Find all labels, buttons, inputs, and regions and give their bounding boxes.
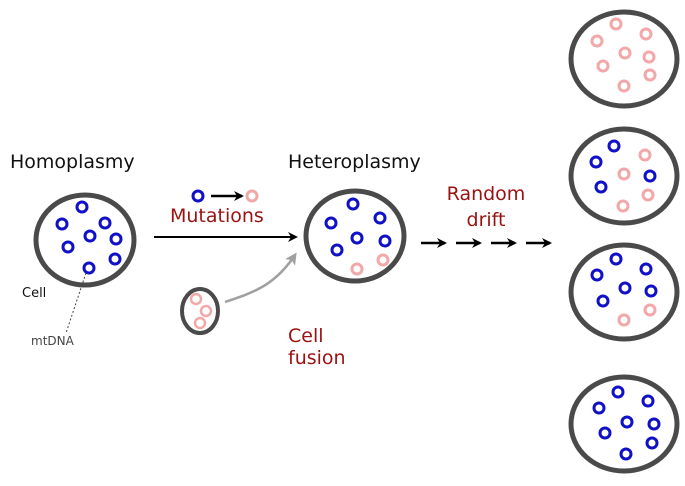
wildtype-mtdna-group	[589, 139, 657, 194]
random-label: Random	[446, 183, 526, 205]
mtdna-pointer-line	[65, 272, 87, 334]
wildtype-mtdna-group	[592, 385, 661, 461]
wildtype-mtdna-group	[55, 200, 123, 275]
outcome-cell-4	[568, 374, 680, 474]
mtdna-label: mtDNA	[31, 334, 74, 348]
mutant-mtdna-group	[350, 253, 390, 276]
mutation-icon	[191, 189, 259, 203]
mutant-mtdna-group	[590, 17, 657, 93]
outcome-cell-2	[568, 126, 680, 226]
mutations-label: Mutations	[170, 205, 264, 227]
cell-label: Cell	[22, 286, 47, 301]
heteroplasmy-label: Heteroplasmy	[288, 151, 421, 173]
fusion-arrow-icon	[224, 252, 297, 304]
homoplasmy-cell	[33, 192, 137, 288]
heteroplasmy-cell	[303, 188, 407, 284]
drift-label: drift	[466, 209, 506, 231]
wildtype-mtdna-group	[324, 197, 392, 257]
outcome-cell-1	[568, 9, 680, 109]
mutant-mtdna-group	[189, 292, 213, 330]
mutant-mtdna-group	[616, 148, 655, 213]
cell-fusion-label-line1: Cell	[288, 325, 324, 347]
cell-membrane-icon	[568, 126, 680, 226]
mtdna-ring-icon	[191, 189, 205, 203]
cell-fusion-label-line2: fusion	[288, 347, 346, 369]
mtdna-ring-icon	[245, 189, 259, 203]
outcome-cell-3	[568, 242, 680, 342]
wildtype-mtdna-group	[590, 252, 658, 308]
fusing-cell	[180, 287, 220, 335]
homoplasmy-label: Homoplasmy	[10, 151, 135, 173]
mutant-mtdna-group	[617, 303, 657, 327]
cell-membrane-icon	[303, 188, 407, 284]
